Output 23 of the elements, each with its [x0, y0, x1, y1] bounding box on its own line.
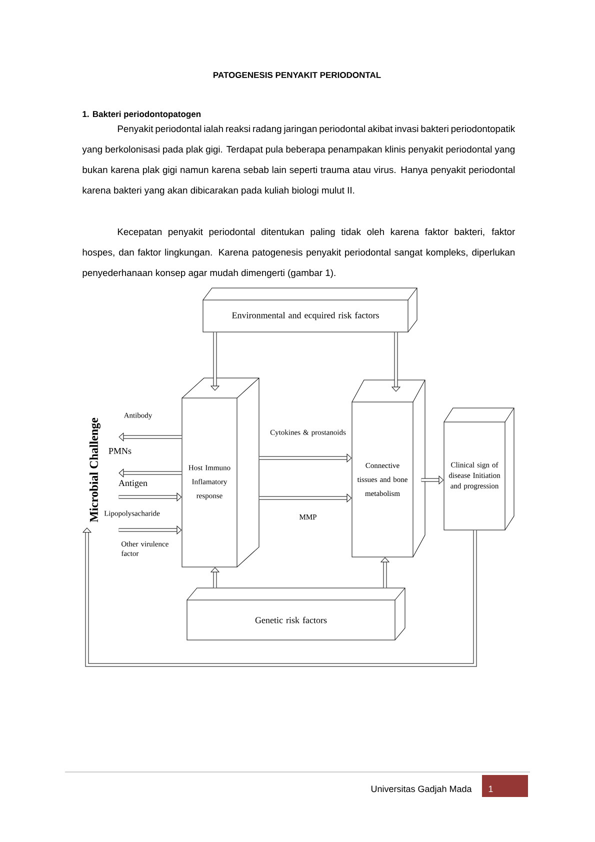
paragraph: Kecepatan penyakit periodontal ditentukan paling tidak oleh karena faktor bakteri, faktor hospes, dan faktor lingkungan. Karena patogenesis penyakit periodontal sangat kompleks, diperlukan penyederhanaan konsep agar mudah dimengerti (gambar 1). — [82, 228, 515, 278]
block-arrow — [259, 494, 352, 502]
edge-label: PMNs — [108, 448, 132, 454]
block-arrow — [380, 557, 390, 588]
footer-text: Universitas Gadjah Mada — [371, 785, 472, 794]
block-arrow — [118, 526, 182, 534]
block-arrow — [421, 476, 444, 484]
risk-factor-box: Environmental and ecquired risk factors — [202, 288, 418, 332]
block-arrow — [118, 468, 182, 478]
risk-factor-box: Genetic risk factors — [186, 588, 406, 640]
block-arrow — [118, 432, 182, 442]
paragraph: Penyakit periodontal ialah reaksi radang jaringan periodontal akibat invasi bakteri periodontopatik yang berkolonisasi pada plak gigi. Terdapat pula beberapa penampakan klinis penyakit periodontal yang bukan karena plak gigi namun karena sebab lain seperti trauma atau virus. Hanya penyakit periodontal karena bakteri yang akan dibicarakan pada kuliah biologi mulut II. — [82, 125, 516, 196]
block-arrow — [118, 492, 182, 502]
title: PATOGENESIS PENYAKIT PERIODONTAL — [214, 72, 381, 78]
section-heading: 1. Bakteri periodontopatogen — [82, 110, 201, 119]
block-arrow — [392, 332, 400, 392]
rotated-heading: Microbial Challenge — [90, 418, 100, 522]
block-arrow — [259, 454, 352, 462]
page-number: 1 — [482, 775, 528, 797]
edge-label: Antigen — [118, 480, 148, 488]
block-arrow — [210, 567, 220, 588]
block-arrow — [210, 332, 220, 391]
block-arrow — [82, 528, 477, 667]
